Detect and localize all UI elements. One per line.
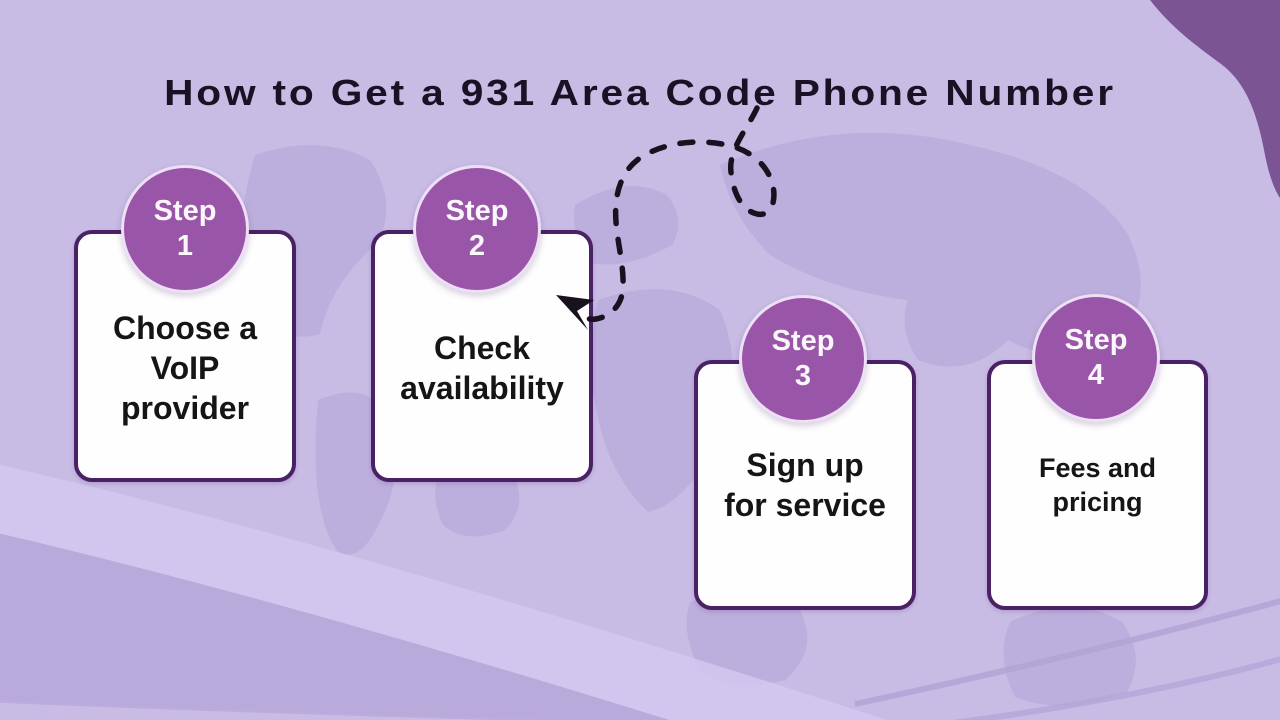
page-title: How to Get a 931 Area Code Phone Number (164, 72, 1116, 113)
step-2-badge-word: Step (445, 194, 509, 227)
step-3-label: Sign up for service (724, 446, 886, 523)
step-4-badge-number: 4 (1087, 359, 1105, 391)
step-1-badge-number: 1 (176, 230, 194, 262)
step-1-label: Choose a VoIP provider (112, 309, 258, 427)
step-3-badge-word: Step (771, 324, 835, 357)
step-2-badge-number: 2 (468, 230, 486, 262)
step-3-badge-number: 3 (794, 360, 812, 392)
step-1-badge-word: Step (153, 194, 217, 227)
step-4-label: Fees and pricing (1038, 452, 1157, 517)
step-2-badge: Step 2 (413, 165, 541, 293)
step-4-badge: Step 4 (1032, 294, 1160, 422)
step-2-label: Check availability (400, 329, 564, 406)
step-1-badge: Step 1 (121, 165, 249, 293)
step-3-badge: Step 3 (739, 295, 867, 423)
arrow-doodle-path (575, 105, 777, 322)
step-4-badge-word: Step (1064, 323, 1128, 356)
